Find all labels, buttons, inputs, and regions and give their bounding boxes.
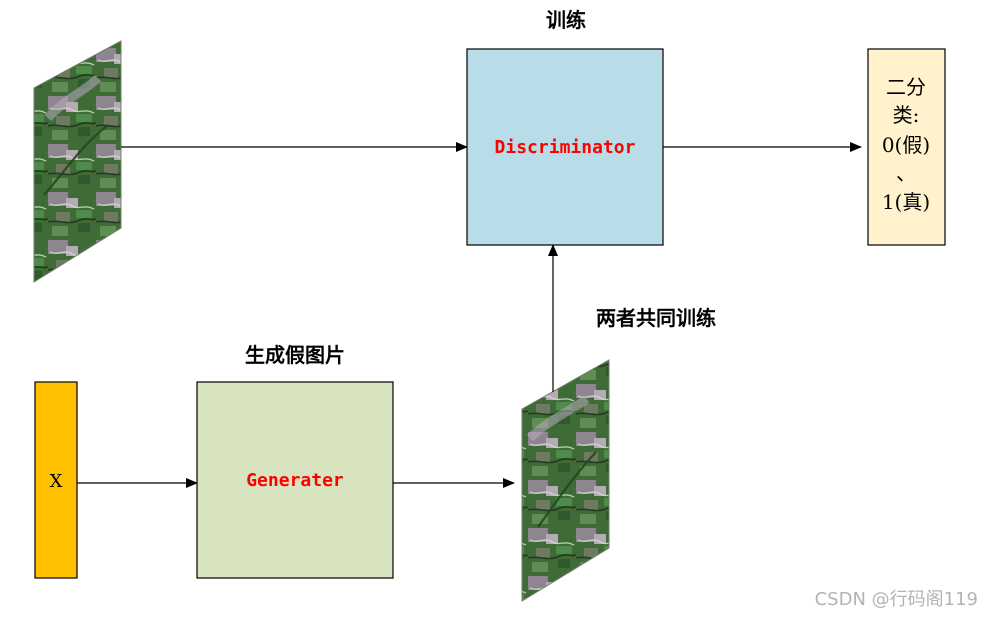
input-x-label: X xyxy=(50,471,63,492)
input-x-box: X xyxy=(34,381,78,579)
output-line-2: 类: xyxy=(893,103,920,127)
output-line-1: 二分 xyxy=(886,75,926,99)
fake-image-label: 生成假图片 xyxy=(245,343,345,367)
real-image-parallelogram xyxy=(33,40,122,283)
joint-training-label: 两者共同训练 xyxy=(596,306,716,330)
output-line-5: 1(真) xyxy=(882,190,930,214)
discriminator-label: Discriminator xyxy=(495,137,636,158)
output-line-3: 0(假) xyxy=(882,133,930,157)
discriminator-box: Discriminator xyxy=(466,48,664,246)
fake-image-parallelogram xyxy=(521,359,610,602)
output-classification-box: 二分 类: 0(假) 、 1(真) xyxy=(867,48,946,246)
generator-box: Generater xyxy=(196,381,394,579)
output-line-4: 、 xyxy=(896,161,916,185)
generator-label: Generater xyxy=(246,470,344,491)
training-title: 训练 xyxy=(546,8,586,32)
watermark-text: CSDN @行码阁119 xyxy=(815,589,978,610)
